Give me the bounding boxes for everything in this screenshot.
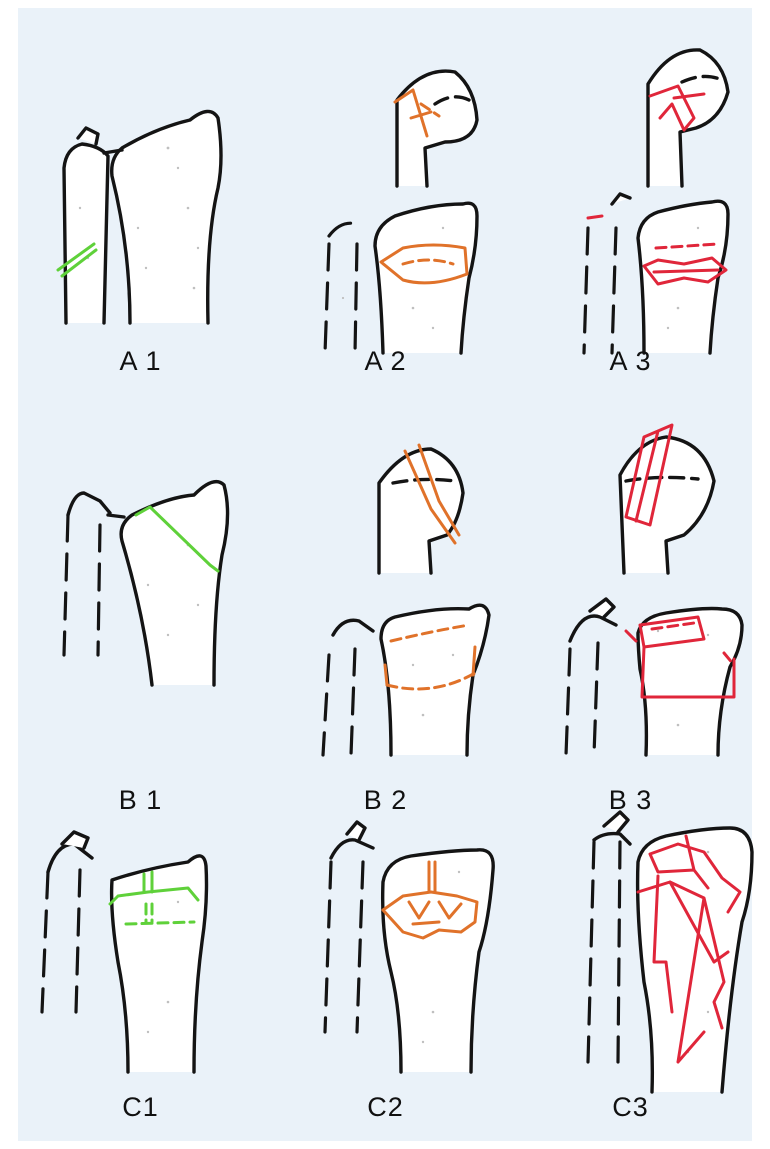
c3-drawing [508, 762, 753, 1139]
radius-bone [638, 609, 742, 756]
lateral-radius [397, 71, 477, 186]
ulnar-styloid [590, 599, 614, 617]
panel-b1: B 1 [18, 385, 263, 762]
panel-a3: A 3 [508, 8, 753, 385]
radius-bone [381, 605, 489, 755]
panel-b3: B 3 [508, 385, 753, 762]
ulna-dashed [325, 244, 357, 353]
panel-c3: C3 [508, 762, 753, 1139]
ulna-dashed [588, 842, 620, 1062]
ulna-bone [64, 144, 108, 323]
a1-drawing [18, 8, 263, 385]
panel-label: C3 [508, 1092, 753, 1123]
ulna-dashed [323, 649, 355, 755]
lateral-radius [620, 437, 714, 573]
panel-label: C2 [263, 1092, 508, 1123]
panel-label: C1 [18, 1092, 263, 1123]
panel-c1: C1 [18, 762, 263, 1139]
lateral-radius [379, 449, 463, 573]
c1-drawing [18, 762, 263, 1139]
ulnar-styloid [604, 812, 628, 832]
ulnar-styloid [78, 128, 98, 144]
a3-drawing [508, 8, 753, 385]
radius-bone [121, 482, 227, 685]
b2-drawing [263, 385, 508, 762]
radius-bone [383, 850, 494, 1072]
radius-bone [112, 856, 207, 1072]
a2-drawing [263, 8, 508, 385]
panel-a1: A 1 [18, 8, 263, 385]
ulnar-styloid [347, 822, 365, 840]
ulna-dashed [325, 862, 363, 1032]
panel-label: A 1 [18, 346, 263, 377]
ulna-dashed [42, 870, 80, 1012]
ulna-dashed [584, 228, 616, 353]
panel-label: A 3 [508, 346, 753, 377]
panel-a2: A 2 [263, 8, 508, 385]
ulna-dashed [64, 515, 100, 655]
c2-drawing [263, 762, 508, 1139]
panel-c2: C2 [263, 762, 508, 1139]
ulnar-styloid [612, 194, 630, 204]
b3-drawing [508, 385, 753, 762]
b1-drawing [18, 385, 263, 762]
ulna-dashed [566, 643, 598, 755]
panel-b2: B 2 [263, 385, 508, 762]
panel-label: A 2 [263, 346, 508, 377]
radius-bone [375, 203, 477, 353]
radius-bone [112, 111, 221, 323]
fracture-classification-figure: A 1 A 2 [18, 8, 752, 1141]
